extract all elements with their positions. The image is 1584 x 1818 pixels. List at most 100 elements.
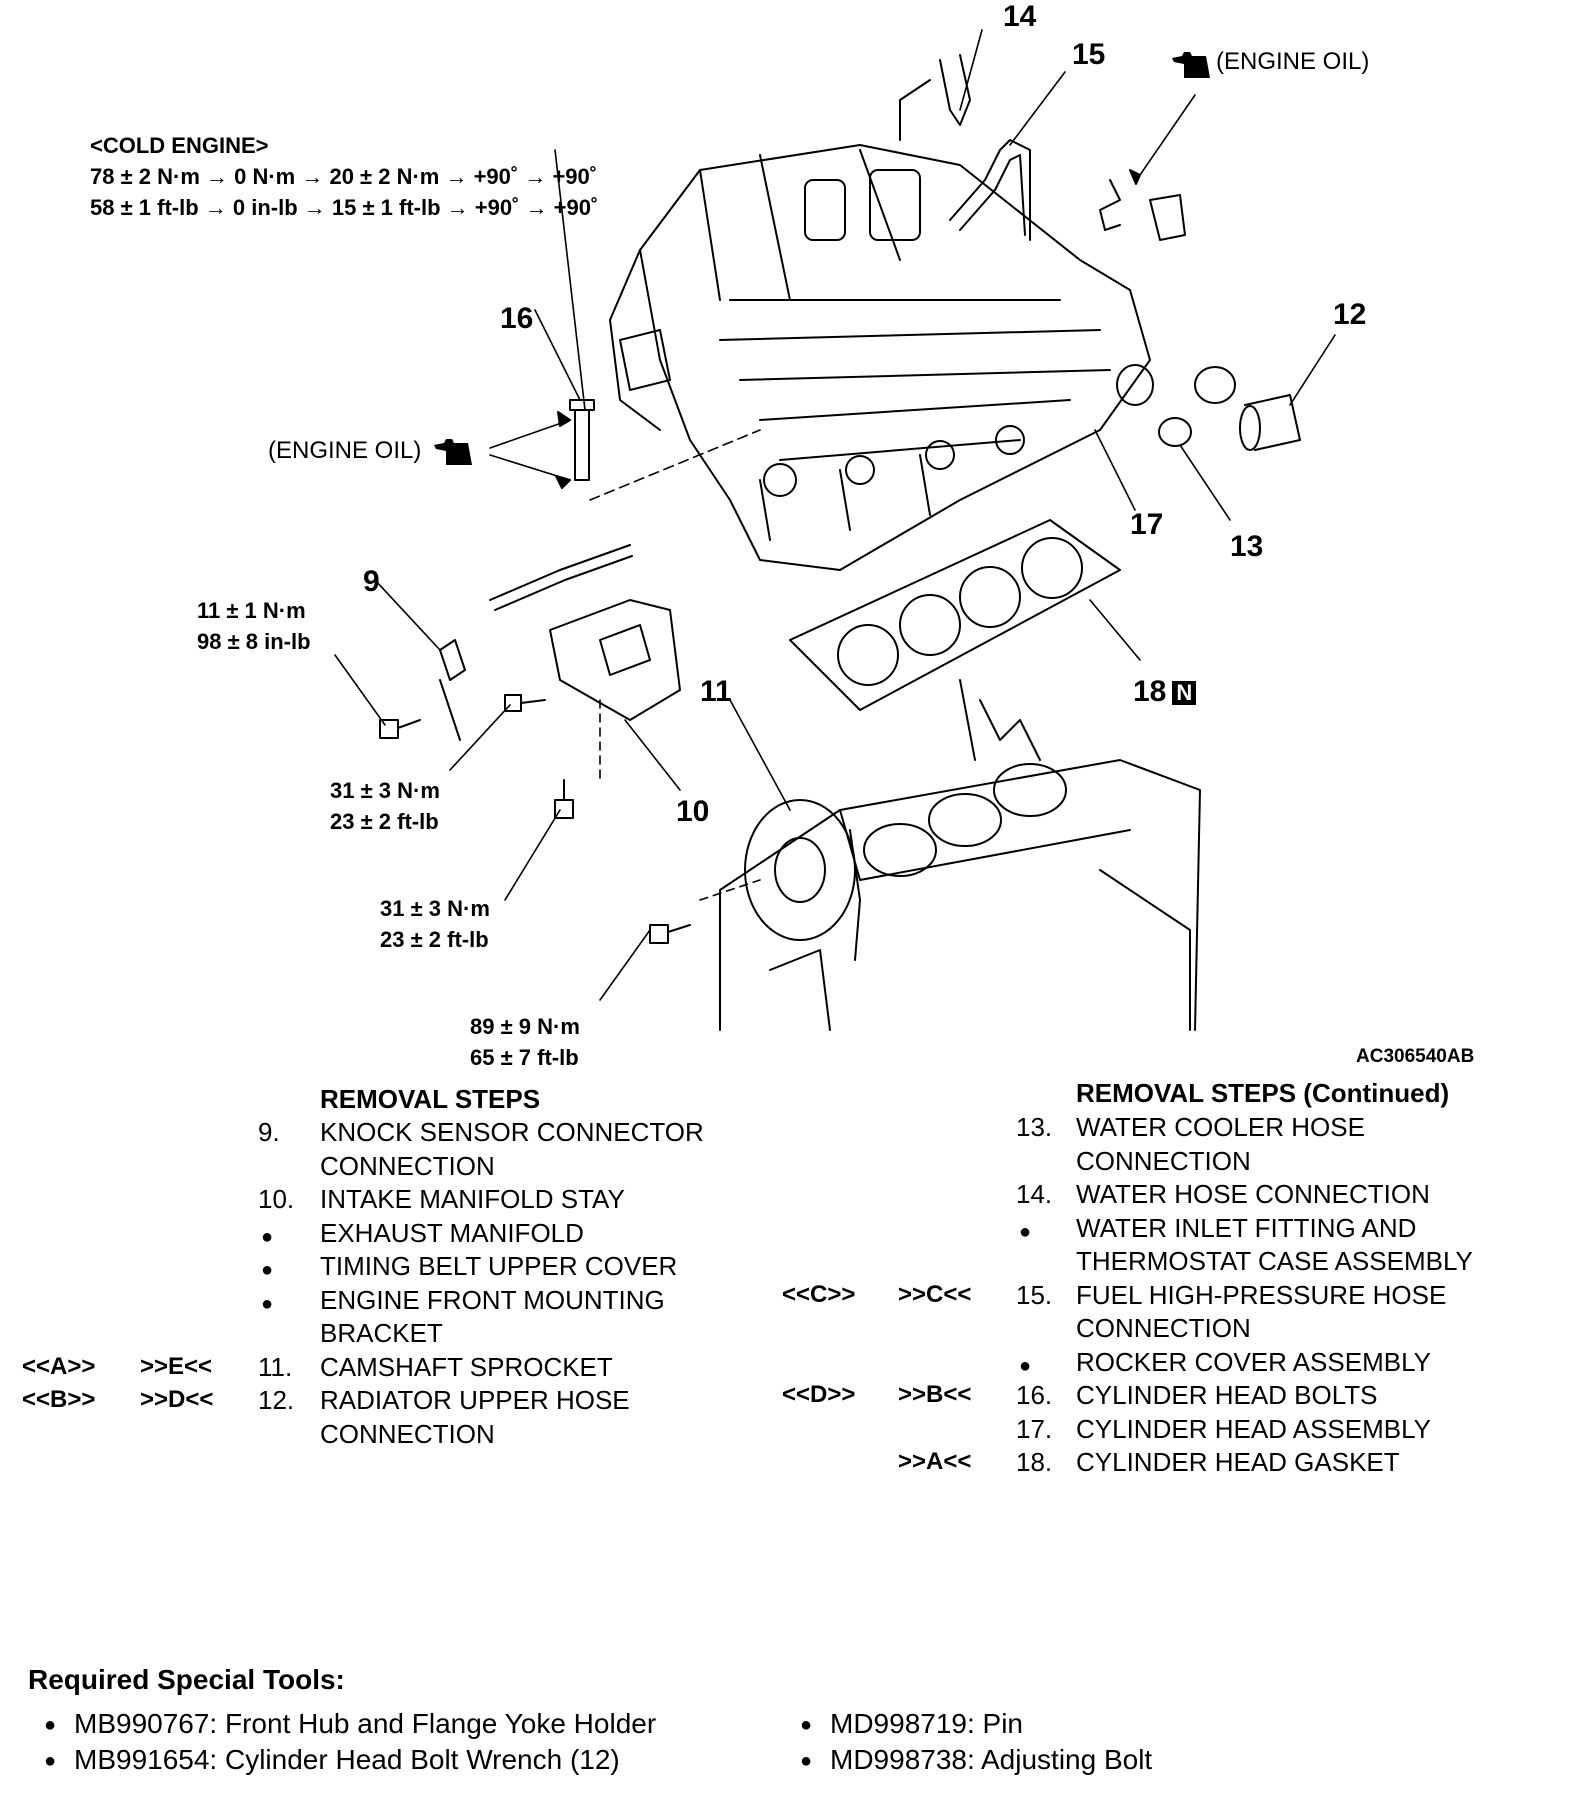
removal-step-number: 15. [1016, 1279, 1053, 1310]
head-gasket-drawing [789, 519, 1121, 711]
removal-step-text: EXHAUST MANIFOLD [320, 1217, 584, 1248]
camshaft-sprocket-drawing [744, 799, 861, 961]
torque-ftlb: 65 ± 7 ft-lb [470, 1045, 579, 1070]
cylinder-head-assembly-drawing [609, 79, 1151, 571]
removal-step-code-a: <<C>> [782, 1280, 856, 1308]
callout-11: 11 [700, 675, 732, 708]
removal-step-text: THERMOSTAT CASE ASSEMBLY [1076, 1246, 1473, 1276]
knock-sensor-torque-spec: 11 ± 1 N·m 98 ± 8 in-lb [197, 595, 311, 657]
callout-17: 17 [1130, 508, 1164, 541]
removal-step-code-b: >>C<< [898, 1280, 972, 1308]
callout-18-number: 18 [1133, 675, 1167, 708]
torque-nm: 31 ± 3 N·m [380, 896, 490, 921]
figure-id: AC306540AB [1356, 1046, 1475, 1067]
stay-upper-bolt-torque-spec: 31 ± 3 N·m 23 ± 2 ft-lb [330, 775, 440, 837]
special-tool-item: MB991654: Cylinder Head Bolt Wrench (12) [74, 1744, 620, 1775]
cold-engine-ftlb: 58 ± 1 ft-lb → 0 in-lb → 15 ± 1 ft-lb → … [90, 195, 599, 220]
bullet-icon: ● [1019, 1354, 1032, 1377]
removal-step-number: 14. [1016, 1179, 1053, 1209]
stay-bolt-drawing [504, 694, 574, 819]
cold-engine-nm: 78 ± 2 N·m → 0 N·m → 20 ± 2 N·m → +90˚ →… [90, 164, 598, 189]
bullet-icon: ● [261, 1292, 274, 1315]
cold-engine-torque-spec: <COLD ENGINE> 78 ± 2 N·m → 0 N·m → 20 ± … [90, 130, 598, 223]
sprocket-bolt-drawing [649, 924, 691, 944]
special-tool-item: MB990767: Front Hub and Flange Yoke Hold… [74, 1708, 657, 1739]
manifold-stay-drawing [549, 599, 681, 721]
removal-steps-continued-heading: REMOVAL STEPS (Continued) [1076, 1078, 1450, 1108]
bullet-icon: ● [44, 1750, 57, 1772]
special-tools-heading: Required Special Tools: [28, 1664, 345, 1695]
removal-steps-heading: REMOVAL STEPS [320, 1084, 541, 1114]
removal-step-text: WATER INLET FITTING AND [1076, 1212, 1417, 1243]
special-tool-item: MD998719: Pin [830, 1708, 1024, 1739]
torque-ftlb: 23 ± 2 ft-lb [380, 927, 489, 952]
radiator-hose-drawing [1116, 364, 1301, 451]
removal-step-text: RADIATOR UPPER HOSE [320, 1385, 630, 1415]
removal-step-number: 12. [258, 1385, 295, 1415]
callout-10: 10 [676, 795, 710, 828]
oil-can-icon [1172, 52, 1210, 78]
oil-fitting-drawing [1099, 179, 1186, 241]
leader-lines [334, 29, 1336, 1001]
engine-oil-label-left: (ENGINE OIL) [268, 437, 422, 464]
oil-arrows [555, 169, 1141, 489]
engine-oil-label-top: (ENGINE OIL) [1216, 48, 1370, 75]
sprocket-bolt-torque-spec: 89 ± 9 N·m 65 ± 7 ft-lb [470, 1011, 580, 1073]
torque-nm: 11 ± 1 N·m [197, 598, 306, 623]
engine-exploded-diagram [334, 29, 1336, 1031]
removal-step-text: WATER HOSE CONNECTION [1076, 1179, 1430, 1209]
removal-step-text: BRACKET [320, 1318, 443, 1348]
new-part-badge: N [1172, 681, 1197, 706]
removal-step-number: 9. [258, 1117, 280, 1147]
callout-16: 16 [500, 302, 534, 335]
removal-step-number: 10. [258, 1184, 295, 1214]
engine-block-drawing [719, 679, 1201, 1031]
torque-nm: 89 ± 9 N·m [470, 1014, 580, 1039]
special-tool-item: MD998738: Adjusting Bolt [830, 1744, 1153, 1775]
removal-step-text: TIMING BELT UPPER COVER [320, 1251, 678, 1281]
removal-step-text: KNOCK SENSOR CONNECTOR [320, 1117, 704, 1147]
bullet-icon: ● [800, 1714, 813, 1736]
bullet-icon: ● [261, 1225, 274, 1248]
removal-step-number: 16. [1016, 1380, 1053, 1410]
removal-step-text: CYLINDER HEAD GASKET [1076, 1447, 1400, 1477]
torque-nm: 31 ± 3 N·m [330, 778, 440, 803]
torque-ftlb: 23 ± 2 ft-lb [330, 809, 439, 834]
torque-inlb: 98 ± 8 in-lb [197, 629, 311, 654]
bullet-icon: ● [800, 1750, 813, 1772]
removal-step-code-b: >>A<< [898, 1448, 972, 1475]
head-bolt-drawing [569, 399, 595, 481]
removal-step-text: CONNECTION [320, 1150, 495, 1181]
removal-step-text: CONNECTION [1076, 1145, 1251, 1176]
removal-step-text: CYLINDER HEAD ASSEMBLY [1076, 1413, 1431, 1444]
removal-step-code-a: <<A>> [22, 1352, 96, 1380]
removal-step-text: INTAKE MANIFOLD STAY [320, 1184, 625, 1214]
removal-step-number: 11. [258, 1351, 293, 1382]
knock-sensor-drawing [379, 639, 466, 741]
removal-step-code-b: >>E<< [140, 1352, 213, 1380]
bullet-icon: ● [1019, 1220, 1032, 1243]
removal-step-text: ENGINE FRONT MOUNTING [320, 1284, 665, 1315]
oil-can-icon [434, 439, 472, 465]
callout-13: 13 [1230, 530, 1264, 563]
removal-step-number: 18. [1016, 1447, 1053, 1477]
removal-step-text: WATER COOLER HOSE [1076, 1112, 1365, 1142]
removal-step-text: CONNECTION [320, 1418, 495, 1449]
removal-step-text: CYLINDER HEAD BOLTS [1076, 1380, 1378, 1410]
removal-step-text: ROCKER COVER ASSEMBLY [1076, 1346, 1431, 1377]
callout-12: 12 [1333, 298, 1367, 331]
removal-step-code-b: >>B<< [898, 1381, 972, 1408]
callout-15: 15 [1072, 38, 1106, 71]
removal-step-number: 13. [1016, 1112, 1053, 1142]
cold-engine-title: <COLD ENGINE> [90, 133, 269, 158]
removal-step-code-a: <<D>> [782, 1381, 856, 1408]
callout-14: 14 [1003, 0, 1037, 33]
bullet-icon: ● [44, 1714, 57, 1736]
callout-9: 9 [363, 565, 380, 598]
removal-step-code-a: <<B>> [22, 1386, 96, 1413]
wiring-harness-drawing [489, 544, 633, 611]
removal-step-text: FUEL HIGH-PRESSURE HOSE [1076, 1279, 1447, 1310]
removal-step-number: 17. [1016, 1413, 1053, 1444]
stay-lower-bolt-torque-spec: 31 ± 3 N·m 23 ± 2 ft-lb [380, 893, 490, 955]
